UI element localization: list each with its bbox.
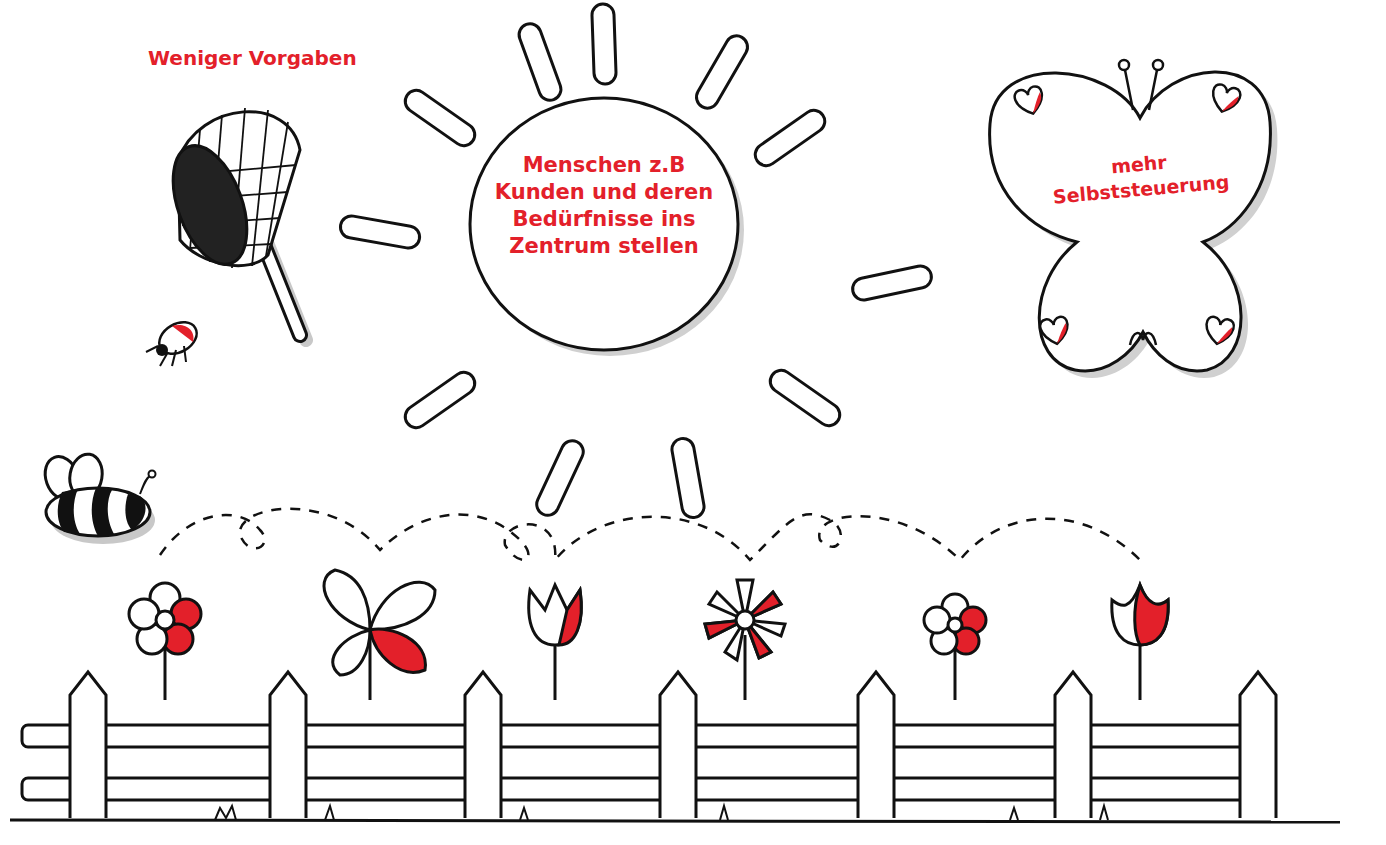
butterfly-net (159, 108, 306, 340)
ladybug (146, 316, 202, 366)
sun-node: Menschen z.B Kunden und deren Bedürfniss… (468, 95, 740, 353)
flight-path (160, 509, 1140, 560)
butterfly-shape (935, 40, 1275, 380)
fence (10, 672, 1340, 822)
bee (39, 452, 155, 544)
butterfly-node: mehr Selbststeuerung (935, 40, 1275, 380)
node-text: Menschen z.B Kunden und deren Bedürfniss… (494, 152, 714, 260)
note-label: Weniger Vorgaben (148, 46, 357, 70)
sun-rays (339, 4, 934, 520)
